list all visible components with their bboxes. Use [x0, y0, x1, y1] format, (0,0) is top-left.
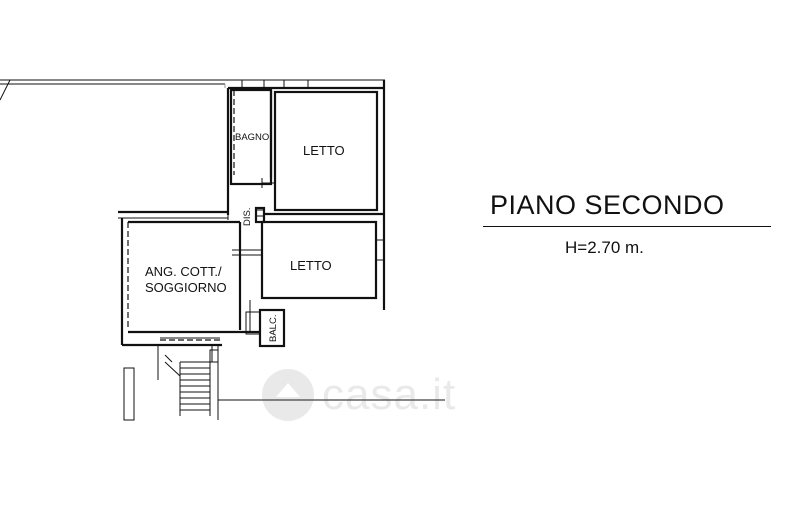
- label-dis: DIS.: [242, 208, 253, 226]
- room-labels: BAGNO LETTO DIS. LETTO ANG. COTT./ SOGGI…: [145, 132, 345, 342]
- floor-title: PIANO SECONDO: [490, 190, 725, 220]
- title-underline: [483, 226, 771, 227]
- casa-logo-icon: [262, 369, 314, 421]
- label-letto-top: LETTO: [303, 143, 345, 158]
- balcony-walls: [258, 308, 286, 348]
- living-room-walls: [120, 218, 261, 347]
- label-letto-bottom: LETTO: [290, 258, 332, 273]
- watermark-text: casa.it: [322, 370, 457, 419]
- label-bagno: BAGNO: [235, 132, 269, 143]
- corridor-walls: [118, 206, 384, 224]
- ceiling-height: H=2.70 m.: [565, 238, 644, 257]
- perimeter-lines: [0, 79, 385, 101]
- label-balc: BALC.: [268, 315, 279, 342]
- watermark: casa.it: [262, 360, 542, 430]
- label-living-line1: ANG. COTT./: [145, 264, 222, 279]
- lower-bedroom-walls: [232, 220, 378, 300]
- upper-rooms: [229, 88, 379, 212]
- exterior-walls: [226, 79, 386, 310]
- label-living-line2: SOGGIORNO: [145, 280, 227, 295]
- staircase: [123, 345, 445, 421]
